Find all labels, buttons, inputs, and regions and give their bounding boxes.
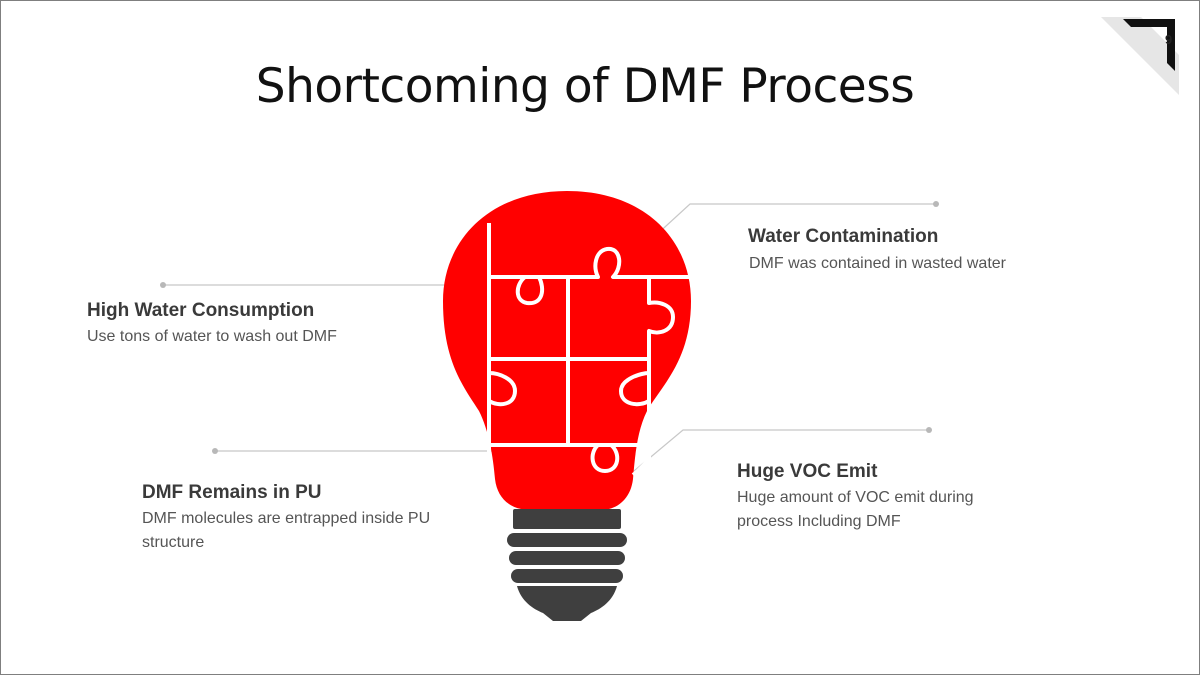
corner-logo-icon — [1101, 17, 1179, 95]
callout-desc-dmf-remains: DMF molecules are entrapped inside PU st… — [142, 510, 431, 551]
bulb-base — [507, 509, 627, 621]
callout-desc-water-contamination: DMF was contained in wasted water — [749, 255, 1006, 272]
page-number: 9 — [1165, 32, 1173, 47]
callout-title-dmf-remains: DMF Remains in PU — [142, 482, 322, 503]
callout-title-water-contamination: Water Contamination — [748, 226, 939, 247]
callout-desc-high-water: Use tons of water to wash out DMF — [87, 328, 337, 345]
callout-title-high-water: High Water Consumption — [87, 300, 315, 321]
page-title: Shortcoming of DMF Process — [255, 59, 915, 114]
callout-desc-huge-voc: Huge amount of VOC emit during process I… — [737, 489, 974, 530]
callout-title-huge-voc: Huge VOC Emit — [737, 461, 878, 482]
